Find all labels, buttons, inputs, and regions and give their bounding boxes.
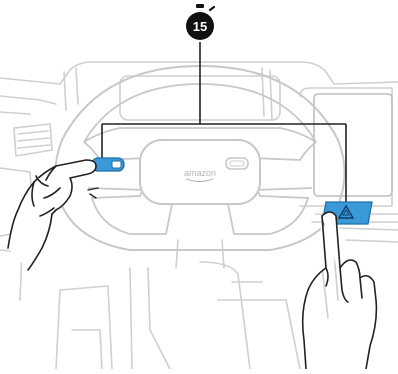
hub-logo-text: amazon <box>184 168 216 178</box>
left-hand <box>8 160 96 270</box>
right-hand <box>303 212 377 369</box>
stalk-marks <box>88 188 98 198</box>
wheel-button-highlight[interactable] <box>92 158 124 171</box>
step-number: 15 <box>193 19 207 34</box>
step-badge: 15 <box>186 4 214 40</box>
